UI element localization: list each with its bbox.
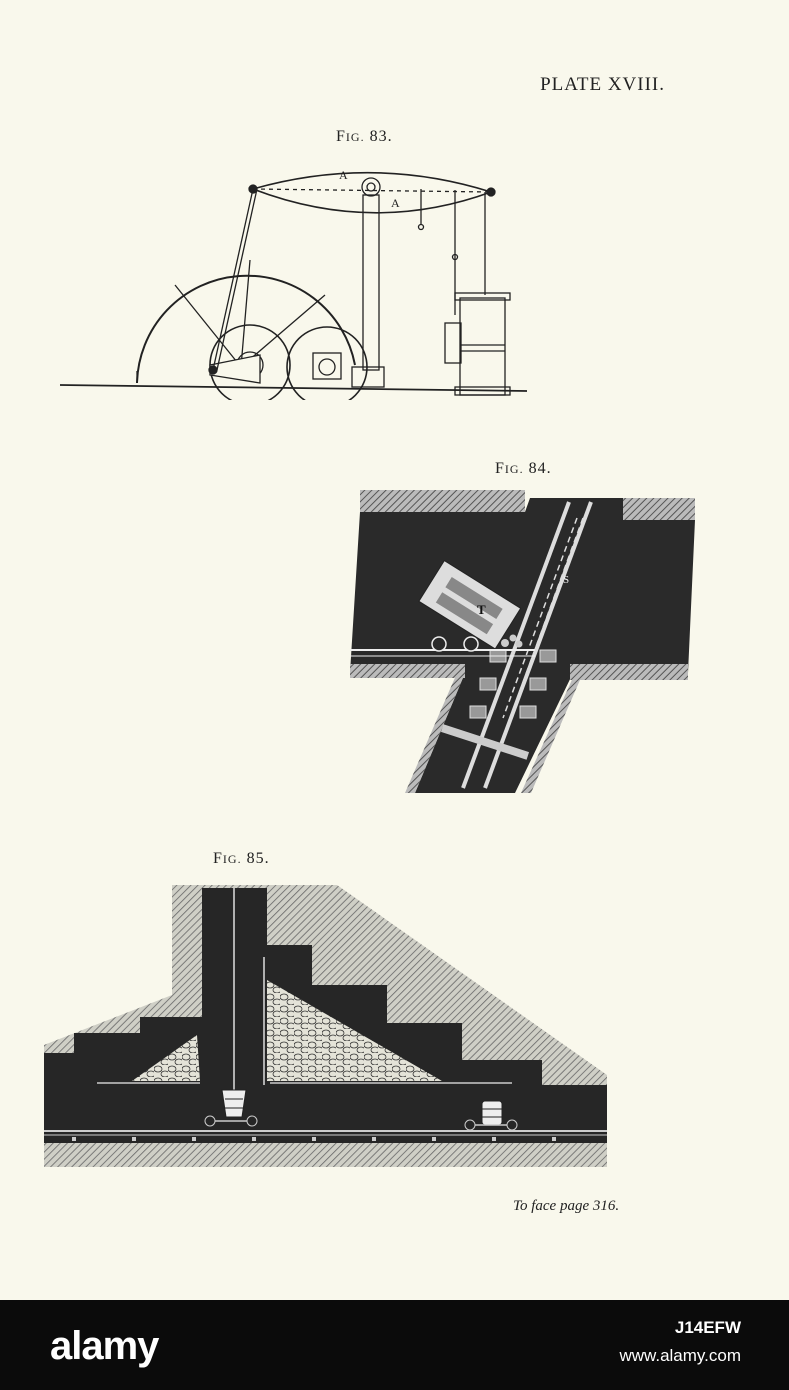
figure-83-prefix: F	[336, 128, 346, 145]
hoisting-kibble	[204, 1089, 258, 1127]
shaft-label-s: S	[563, 574, 569, 586]
beam-label-a-upper: A	[339, 168, 348, 182]
flywheel-spoke	[174, 284, 242, 368]
connecting-rod	[212, 188, 254, 371]
figure-85-number: 85.	[246, 850, 270, 867]
tipping-truck	[418, 559, 522, 650]
coal-seam-cavity	[350, 498, 695, 793]
plate-title: PLATE XVIII.	[540, 74, 665, 95]
engine-beam	[252, 171, 492, 193]
figure-84-prefix: F	[495, 460, 505, 477]
haulage-barrel	[464, 1100, 518, 1131]
plate-page: PLATE XVIII. FIG. 83.	[0, 0, 789, 1300]
steam-cylinder	[459, 297, 506, 396]
beam-label-a-lower: A	[391, 196, 400, 210]
strata-top-left	[360, 490, 525, 512]
cross-beam	[440, 724, 530, 760]
ground-line	[59, 384, 528, 392]
watermark-info: J14EFW www.alamy.com	[619, 1318, 741, 1366]
watermark-url: www.alamy.com	[619, 1346, 741, 1365]
rubble-pile-main	[267, 980, 442, 1081]
figure-85-prefix-small: IG.	[222, 852, 242, 866]
truck-wheel	[431, 636, 447, 652]
figure-85-prefix: F	[213, 850, 223, 867]
figure-85-label: FIG. 85.	[213, 850, 270, 868]
strata-top-right	[623, 498, 695, 520]
watermark-band: alamy J14EFW www.alamy.com	[0, 1300, 789, 1390]
figure-83-number: 83.	[369, 128, 393, 145]
haulage-level	[44, 1085, 607, 1143]
flywheel-spoke	[240, 259, 251, 368]
figure-84-number: 84.	[528, 460, 552, 477]
rubble-pile-left	[132, 1035, 200, 1081]
beam-column	[362, 194, 380, 371]
figure-84-shaft-section: T S	[350, 490, 695, 793]
truck-label-t: T	[477, 602, 486, 617]
figure-84-label: FIG. 84.	[495, 460, 552, 478]
truck-wheel	[463, 636, 479, 652]
alamy-logo: alamy	[50, 1324, 159, 1368]
figure-84-prefix-small: IG.	[504, 462, 524, 476]
figure-85-mine-section	[44, 885, 607, 1167]
figure-83-prefix-small: IG.	[345, 130, 365, 144]
image-id: J14EFW	[674, 1318, 741, 1337]
figure-83-beam-engine: A A	[59, 168, 528, 400]
figure-83-label: FIG. 83.	[336, 128, 393, 146]
flywheel-spoke	[240, 294, 326, 368]
page-caption: To face page 316.	[513, 1198, 620, 1214]
